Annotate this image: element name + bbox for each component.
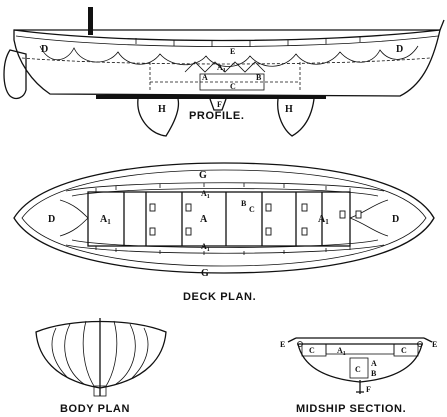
- label-e-left: E: [280, 340, 285, 349]
- centre-plate-f: [356, 380, 364, 394]
- body-sections-fore: [105, 320, 149, 387]
- bow-air-case: [349, 199, 389, 237]
- thwart-a1: [325, 343, 395, 355]
- caption-midship-section: MIDSHIP SECTION.: [296, 403, 406, 415]
- body-keel: [93, 385, 107, 397]
- sheer-strake: [15, 35, 439, 47]
- rowlock-blocks: [149, 203, 362, 236]
- stem-head: [439, 19, 445, 31]
- caption-deck-plan: DECK PLAN.: [183, 291, 256, 303]
- label-d-stern: D: [41, 44, 48, 55]
- label-c: C: [230, 82, 236, 91]
- drop-keel-right: [277, 98, 315, 137]
- label-a: A: [371, 359, 377, 368]
- label-c: C: [249, 205, 255, 214]
- label-a: A: [202, 73, 208, 82]
- centre-tank-c: [349, 357, 369, 379]
- label-g-top: G: [199, 170, 207, 181]
- grab-line-loops: [39, 45, 419, 67]
- bench-bottom-outer: [65, 244, 385, 254]
- bench-bottom-inner: [71, 239, 379, 248]
- centre-tank: [199, 73, 265, 91]
- label-c-right: C: [401, 346, 407, 355]
- grab-eye-right: [417, 341, 423, 347]
- body-plan-hull: [35, 320, 167, 389]
- label-a-center: A: [200, 214, 208, 225]
- centre-plate: [209, 98, 227, 111]
- drop-keel-left: [137, 98, 180, 137]
- label-a1-bottom: A1: [201, 242, 210, 253]
- bench-ticks: [95, 183, 351, 255]
- label-a1-right: A1: [318, 214, 329, 226]
- label-b: B: [371, 369, 377, 378]
- label-h-right: H: [285, 104, 293, 115]
- gunwale: [13, 29, 441, 42]
- thwarts: [123, 192, 323, 246]
- grab-eye-left: [297, 341, 303, 347]
- label-e: E: [230, 47, 235, 56]
- line-fixtures: [135, 36, 361, 47]
- label-f: F: [217, 100, 222, 109]
- label-e-right: E: [432, 340, 437, 349]
- deck-plan-view: G G D D A1 A A1 A1 A1 B C DECK PLAN.: [13, 162, 435, 303]
- body-plan-view: BODY PLAN: [35, 318, 167, 415]
- stern-air-case: [59, 199, 89, 237]
- centre-tank-lines: [149, 62, 301, 92]
- label-a1: A1: [337, 346, 346, 357]
- label-d-right: D: [392, 214, 399, 225]
- body-sections-aft: [51, 320, 95, 387]
- label-d-left: D: [48, 214, 55, 225]
- thwart-supports: [184, 61, 266, 73]
- profile-hull: [13, 29, 441, 97]
- deck-hull-inner: [21, 169, 427, 267]
- label-g-bottom: G: [201, 268, 209, 279]
- label-h-left: H: [158, 104, 166, 115]
- keel: [96, 95, 326, 99]
- label-b: B: [241, 199, 247, 208]
- label-a1-top: A1: [201, 189, 210, 200]
- label-d-bow: D: [396, 44, 403, 55]
- caption-body-plan: BODY PLAN: [60, 403, 130, 415]
- label-a1-left: A1: [100, 214, 111, 226]
- caption-profile: PROFILE.: [189, 110, 245, 122]
- rudder: [3, 49, 27, 100]
- label-c-left: C: [309, 346, 315, 355]
- air-case-line: [21, 57, 431, 65]
- label-b: B: [256, 73, 262, 82]
- bench-top-outer: [65, 182, 385, 192]
- deck-hull-outer: [13, 162, 435, 274]
- flag-staff: [88, 7, 93, 35]
- midship-section-view: E E C A1 C C A B F MIDSHIP SECTION.: [280, 337, 437, 415]
- label-a1: A1: [217, 63, 226, 74]
- label-c-center: C: [355, 365, 361, 374]
- grab-line-ends: [287, 337, 433, 343]
- profile-view: D D E A1 A B C F H H PROFILE.: [3, 7, 445, 137]
- label-f: F: [366, 385, 371, 394]
- deck-well: [87, 191, 351, 247]
